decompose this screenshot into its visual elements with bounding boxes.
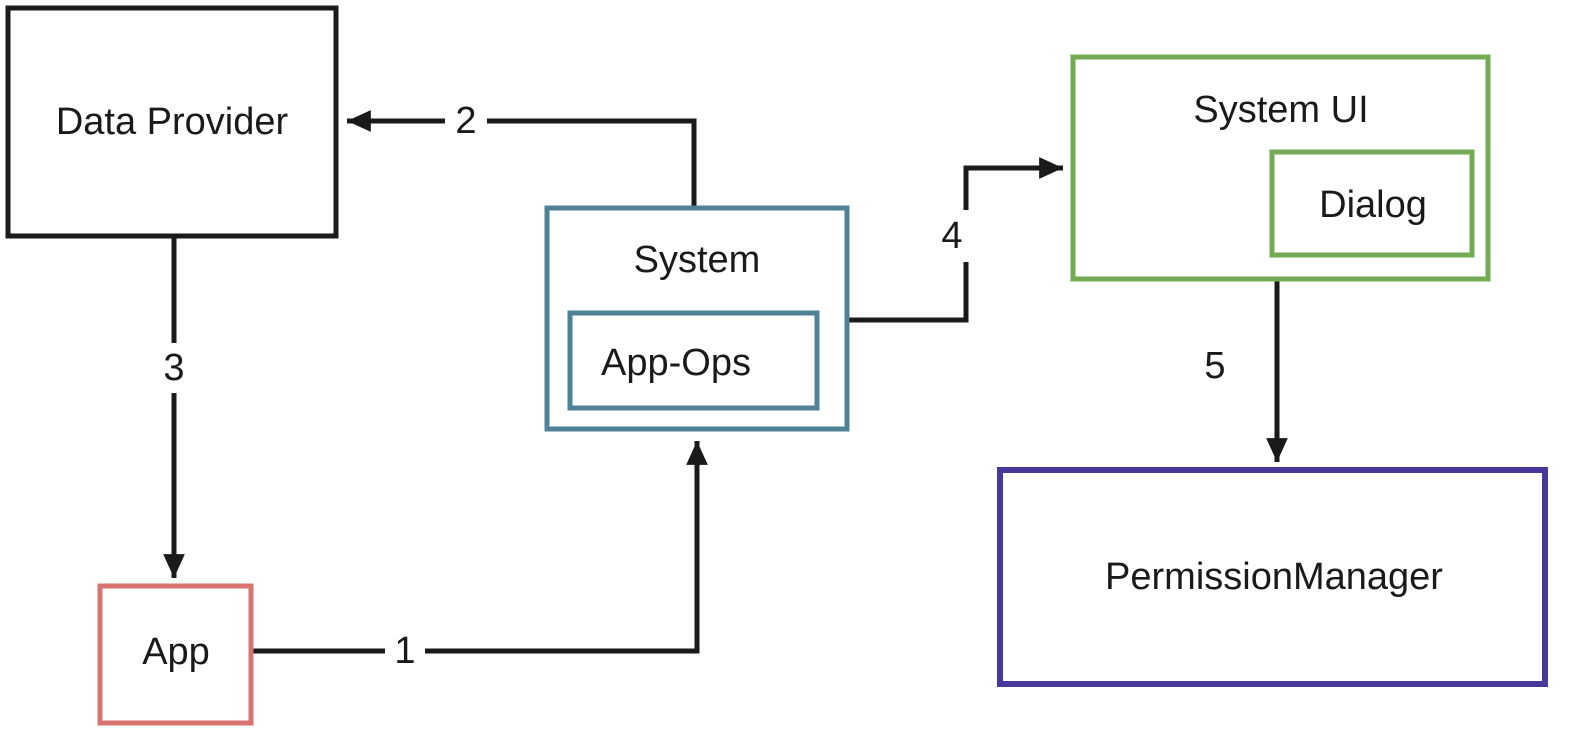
edge-4-label-bg xyxy=(946,210,988,262)
permission-manager-box[interactable] xyxy=(997,467,1548,687)
dialog-label: Dialog xyxy=(1319,184,1427,226)
app-box[interactable] xyxy=(97,583,254,726)
node-data-provider[interactable]: Data Provider xyxy=(5,5,339,239)
node-dialog[interactable]: Dialog xyxy=(1269,149,1475,258)
edge-3-label-bg xyxy=(154,343,194,393)
system-ui-label: System UI xyxy=(1193,89,1368,131)
edge-3-label: 3 xyxy=(163,347,184,389)
data-provider-box[interactable] xyxy=(5,5,339,239)
edge-5-group[interactable]: 5 xyxy=(1204,279,1288,462)
node-app-ops[interactable]: App-Ops xyxy=(567,310,820,411)
edges-layer: 1 2 3 4 5 xyxy=(154,99,1288,673)
edge-2-group[interactable]: 2 xyxy=(347,99,697,208)
edge-2-label-bg xyxy=(445,99,487,143)
node-permission-manager[interactable]: PermissionManager xyxy=(997,467,1548,687)
edge-1-group[interactable]: 1 xyxy=(251,441,708,673)
edge-4-label: 4 xyxy=(941,215,962,257)
edge-1-line[interactable] xyxy=(251,441,708,654)
edge-2-line[interactable] xyxy=(347,110,697,208)
system-label: System xyxy=(634,239,761,281)
edge-3-group[interactable]: 3 xyxy=(154,236,194,578)
dialog-box[interactable] xyxy=(1269,149,1475,258)
nodes-layer: Data Provider System App-Ops System UI D… xyxy=(5,5,1548,726)
edge-1-label-bg xyxy=(385,629,425,673)
permission-manager-label: PermissionManager xyxy=(1105,556,1443,598)
app-ops-box[interactable] xyxy=(567,310,820,411)
node-app[interactable]: App xyxy=(97,583,254,726)
data-provider-label: Data Provider xyxy=(56,101,289,143)
app-ops-label: App-Ops xyxy=(601,342,751,384)
edge-5-label: 5 xyxy=(1204,345,1225,387)
app-label: App xyxy=(142,631,210,673)
edge-1-label: 1 xyxy=(394,630,415,672)
edge-2-label: 2 xyxy=(455,100,476,142)
edge-4-group[interactable]: 4 xyxy=(847,157,1063,323)
